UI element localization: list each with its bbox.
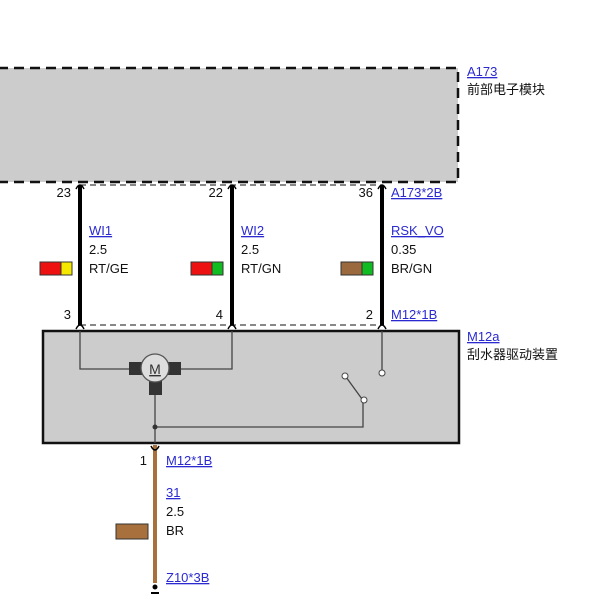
pin-terminal-icon [377, 324, 387, 330]
internal-circuit [79, 331, 383, 443]
front-module-id-link[interactable]: A173 [467, 64, 497, 79]
wire-color-code: BR/GN [391, 261, 432, 276]
wire-gauge: 2.5 [89, 242, 107, 257]
pin-terminal-icon [227, 184, 237, 190]
wire-name-link[interactable]: WI1 [89, 223, 112, 238]
junction-dot-icon [152, 424, 158, 430]
switch-terminal-icon [378, 369, 386, 377]
pin-bottom-number: 4 [216, 307, 223, 322]
color-swatch-secondary [60, 261, 73, 276]
pin-terminal-icon [75, 184, 85, 190]
color-swatch-primary [190, 261, 213, 276]
connector-z10-link[interactable]: Z10*3B [166, 570, 209, 585]
color-swatch-primary [115, 523, 149, 540]
pin-terminal-icon [227, 324, 237, 330]
pin-terminal-icon [377, 184, 387, 190]
wire-name-link[interactable]: RSK_VO [391, 223, 444, 238]
motor-icon: M [129, 353, 181, 395]
pin-terminal-icon [75, 324, 85, 330]
pin-terminal-icon [150, 445, 160, 451]
pin-top-number: 36 [359, 185, 373, 200]
wire-rsk-vo[interactable]: 36 2 RSK_VO 0.35 BR/GN [340, 184, 444, 330]
connector-m12-top-link[interactable]: M12*1B [391, 307, 437, 322]
color-swatch-primary [39, 261, 62, 276]
motor-symbol: M [149, 361, 161, 377]
wire-name-link[interactable]: WI2 [241, 223, 264, 238]
wire-color-code: BR [166, 523, 184, 538]
switch-contact-arm [345, 376, 363, 400]
front-module-name: 前部电子模块 [467, 82, 545, 97]
wire-color-code: RT/GE [89, 261, 129, 276]
wire-gauge: 0.35 [391, 242, 416, 257]
pin-number: 1 [140, 453, 147, 468]
pin-bottom-number: 3 [64, 307, 71, 322]
wiper-drive-name: 刮水器驱动装置 [467, 347, 558, 362]
connector-a173-link[interactable]: A173*2B [391, 185, 442, 200]
color-swatch-secondary [361, 261, 374, 276]
color-swatch-primary [340, 261, 363, 276]
wire-color-code: RT/GN [241, 261, 281, 276]
connector-m12-bottom-link[interactable]: M12*1B [166, 453, 212, 468]
wire-wi2[interactable]: 22 4 WI2 2.5 RT/GN [190, 184, 281, 330]
wire-gauge: 2.5 [241, 242, 259, 257]
pin-bottom-number: 2 [366, 307, 373, 322]
switch-terminal-icon [360, 396, 368, 404]
wiper-drive-id-link[interactable]: M12a [467, 329, 500, 344]
front-module-box[interactable] [0, 66, 460, 184]
wire-31-ground[interactable]: 1 M12*1B 31 2.5 BR Z10*3B [115, 445, 212, 594]
pin-top-number: 23 [57, 185, 71, 200]
wiper-drive-box[interactable] [41, 329, 461, 445]
wire-wi1[interactable]: 23 3 WI1 2.5 RT/GE [39, 184, 129, 330]
pin-top-number: 22 [209, 185, 223, 200]
wire-gauge: 2.5 [166, 504, 184, 519]
ground-point-icon [152, 584, 158, 590]
wire-name-link[interactable]: 31 [166, 485, 180, 500]
switch-terminal-icon [341, 372, 349, 380]
color-swatch-secondary [211, 261, 224, 276]
